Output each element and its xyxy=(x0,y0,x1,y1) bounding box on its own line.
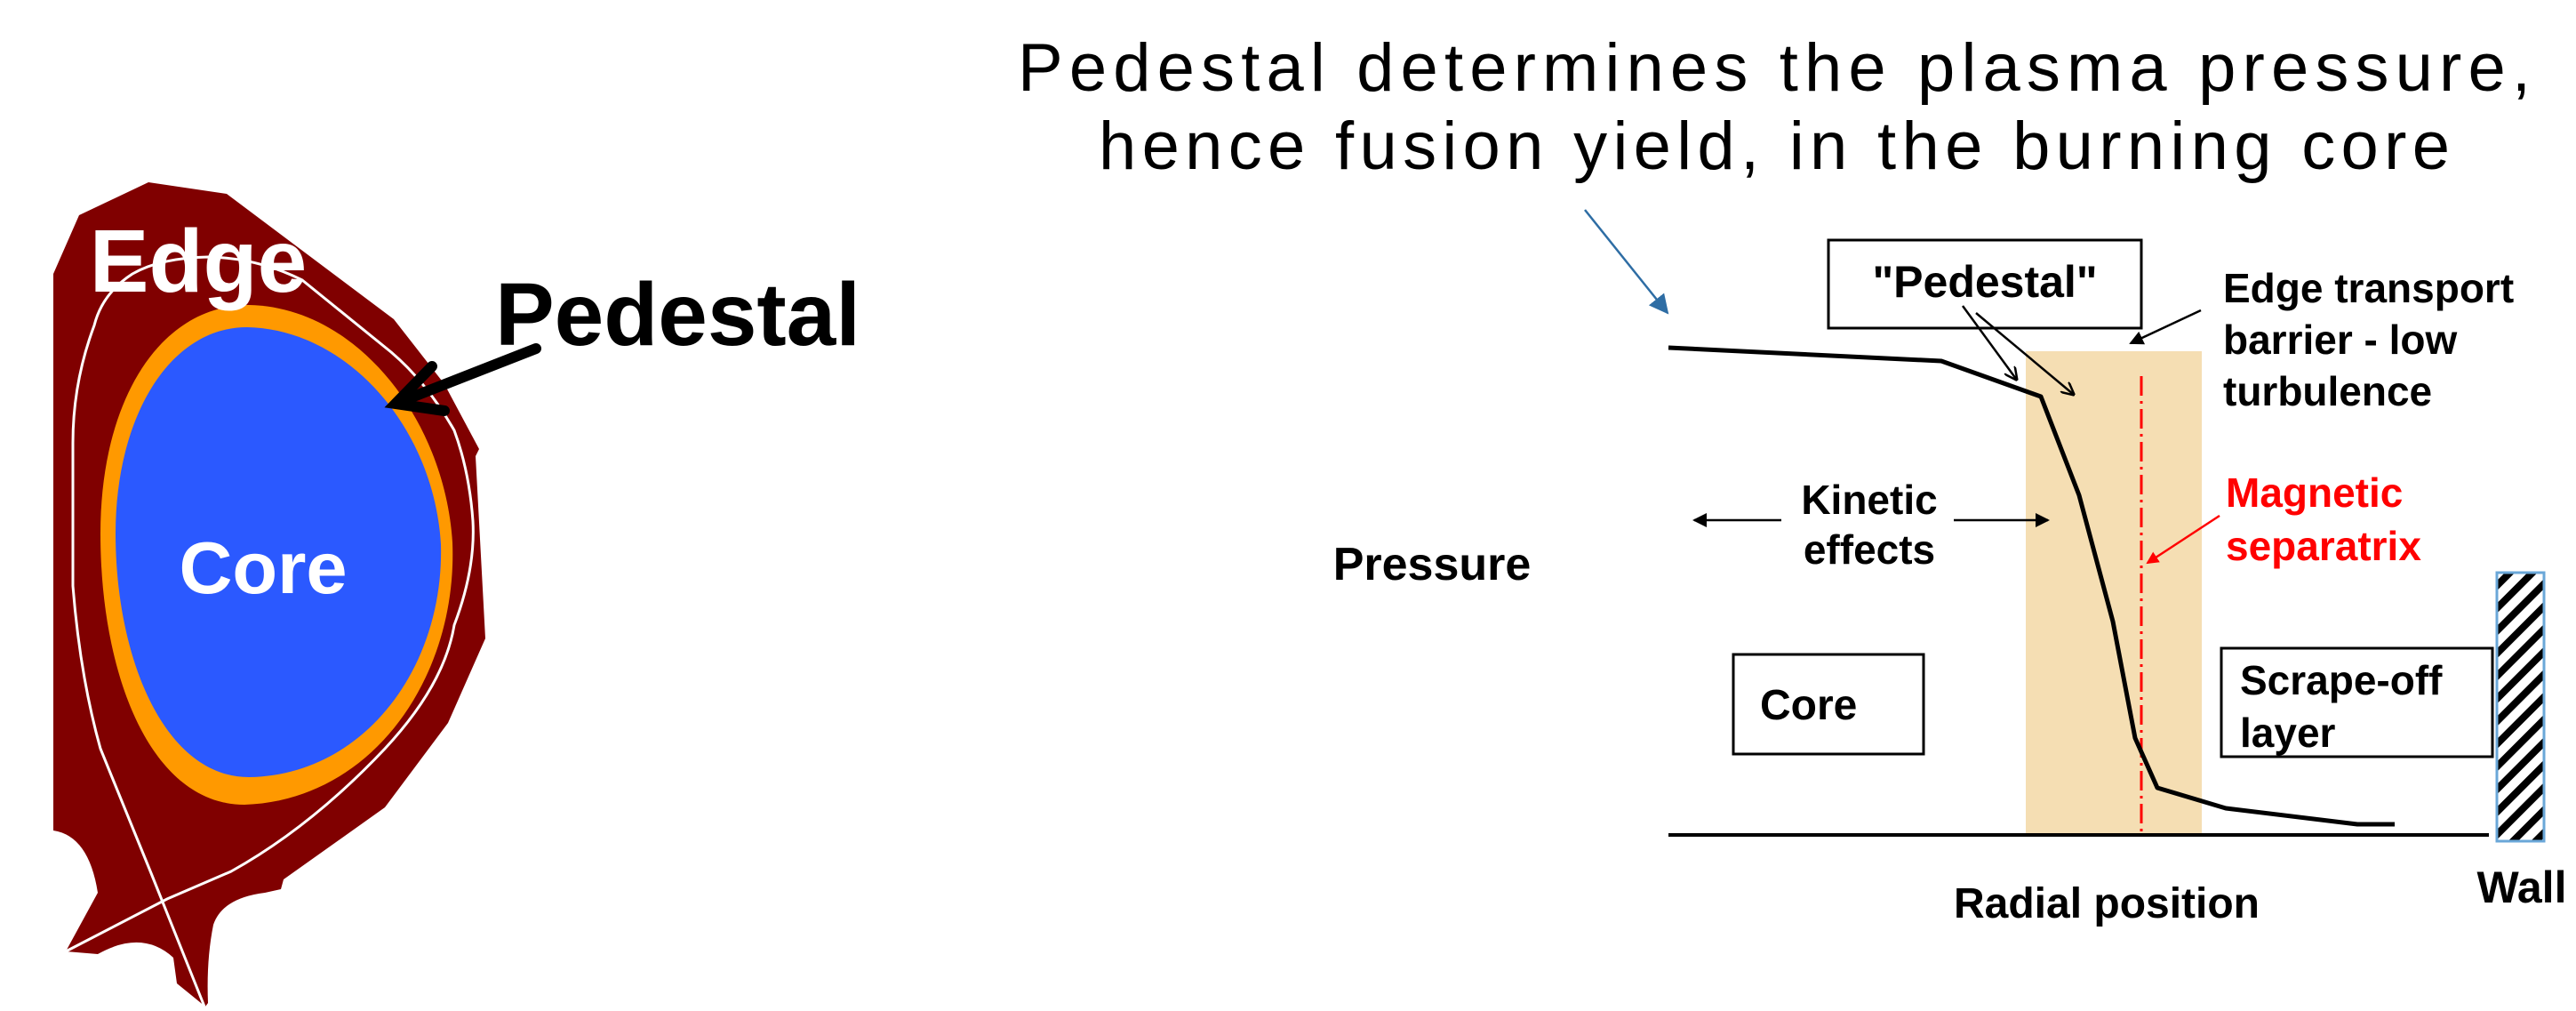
separatrix-label-line-2: separatrix xyxy=(2226,523,2421,569)
headline-pointer-arrow xyxy=(1584,209,1669,315)
core-label: Core xyxy=(179,526,347,609)
etb-label-line-1: Edge transport xyxy=(2223,265,2514,311)
wall-hatched xyxy=(2495,571,2546,843)
pedestal-label: Pedestal xyxy=(495,265,860,365)
etb-label-line-2: barrier - low xyxy=(2223,317,2458,363)
pressure-axis-label: Pressure xyxy=(1333,539,1532,590)
etb-pointer xyxy=(2129,309,2202,345)
kinetic-label-line-1: Kinetic xyxy=(1801,477,1937,523)
core-box xyxy=(1732,653,1925,756)
pressure-profile-diagram: "Pedestal" Edge transport barrier - low … xyxy=(1333,238,2567,927)
core-region xyxy=(116,327,442,777)
pedestal-box xyxy=(1827,238,2143,330)
plasma-cross-section: Edge Core Pedestal xyxy=(53,182,860,1007)
headline-line-2: hence fusion yield, in the burning core xyxy=(1099,108,2450,184)
radial-position-label: Radial position xyxy=(1954,880,2260,927)
edge-label: Edge xyxy=(90,212,307,311)
pedestal-pointer-2 xyxy=(1975,312,2073,394)
pedestal-box-label: "Pedestal" xyxy=(1872,257,2097,307)
sol-label-line-1: Scrape-off xyxy=(2240,657,2443,703)
sol-label-line-2: layer xyxy=(2240,710,2336,756)
pressure-curve xyxy=(1668,345,2395,827)
pedestal-arrowhead xyxy=(384,361,450,416)
separatrix-label-line-1: Magnetic xyxy=(2226,469,2403,516)
pedestal-pointer-1 xyxy=(1961,305,2016,379)
headline-line-1: Pedestal determines the plasma pressure, xyxy=(1018,30,2531,106)
etb-label-line-3: turbulence xyxy=(2223,368,2432,414)
separatrix-pointer xyxy=(2146,514,2220,565)
pedestal-arrow xyxy=(399,343,541,405)
core-box-label: Core xyxy=(1760,682,1857,729)
wall-label: Wall xyxy=(2477,863,2567,912)
separatrix-line xyxy=(65,255,475,1007)
scrape-off-layer-box xyxy=(2220,646,2494,758)
kinetic-label-line-2: effects xyxy=(1804,526,1935,573)
